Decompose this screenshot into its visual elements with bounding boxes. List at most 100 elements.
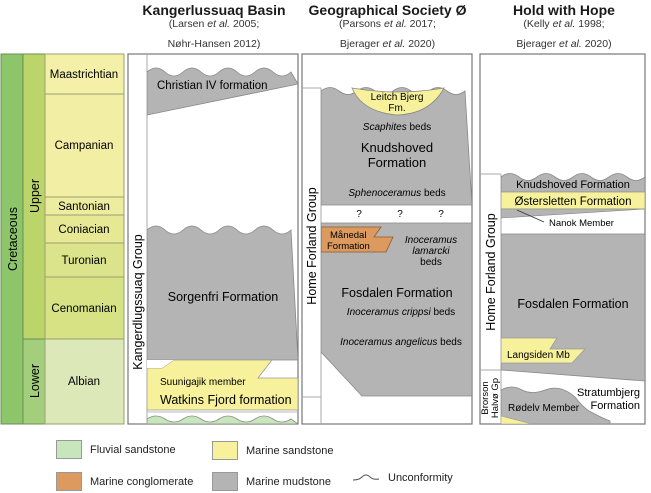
legend-item-marine-sandstone: Marine sandstone [212,441,333,460]
label-leitch-bjerg: Fm. [388,103,405,114]
legend-label: Fluvial sandstone [90,443,176,456]
unit-langsiden [501,337,586,364]
legend-label: Marine mudstone [246,475,331,488]
unit-knudshoved [501,173,645,193]
unit-rodelv [501,386,611,424]
legend-item-marine-mudstone: Marine mudstone [212,472,331,491]
unit-knudshoved [321,87,472,206]
label-suunigajik: Suunigajik member [160,377,246,388]
unconformity-icon [352,474,380,481]
group-label-home-forland: Home Forland Group [305,187,319,304]
timescale: Cretaceous Upper Lower Maastrichtian Cam… [0,53,125,425]
ref-text: Nøhr-Hansen 2012) [167,38,261,50]
group-label-brorson: Brorson [480,381,491,414]
stage-label: Maastrichtian [50,69,118,81]
unit-watkins-fjord [147,359,298,411]
legend-swatch [56,440,82,459]
label-knudshoved: Knudshoved Formation [516,179,630,191]
label-sphenoceramus-beds: Sphenoceramus beds [348,188,445,199]
ref-text: (Parsons [339,18,384,30]
stage-label: Campanian [55,140,114,152]
column-ref-geographical-society: (Parsons et al. 2017; Bjerager et al. 20… [300,14,475,54]
label-angelicus-beds: Inoceramus angelicus beds [340,337,462,348]
ref-etal: et al. [382,38,406,50]
unit-christian-iv [147,67,298,116]
column-kangerlussuaq: Kangerdlugssuaq Group Christian IV forma… [127,53,299,425]
epoch-label-lower: Lower [28,364,42,398]
period-label: Cretaceous [6,207,20,271]
unit-fosdalen [321,222,472,397]
legend-label: Marine sandstone [246,444,334,457]
label-stratumbjerg: Stratumbjerg [577,387,640,399]
legend-item-unconformity: Unconformity [352,472,453,484]
stage-campanian [44,93,125,198]
group-label-kangerdlugssuaq: Kangerdlugssuaq Group [131,234,145,370]
label-knudshoved: Knudshoved [361,140,433,155]
label-crippsi-beds: Inoceramus crippsi beds [347,307,455,318]
stage-label: Albian [68,376,100,388]
ref-text: (Kelly [523,18,553,30]
ref-text: 1998; [575,18,605,30]
ref-text: 2020) [405,38,436,50]
column-geographical-society: ? ? ? Home Forland Group Leitch Bjerg Fm… [301,53,473,425]
ref-text: 2020) [581,38,612,50]
ref-etal: et al. [552,18,576,30]
ref-text: (Larsen [168,18,208,30]
group-label-brorson: Halvø Gp [490,378,501,418]
label-lamarcki-beds: beds [420,257,442,268]
column-hold-with-hope: Home Forland Group Brorson Halvø Gp Knud… [479,53,646,425]
label-leitch-bjerg: Leitch Bjerg [371,92,424,103]
column-title-hold-with-hope: Hold with Hope [513,2,615,18]
stage-label: Cenomanian [51,303,116,315]
label-langsiden: Langsiden Mb [507,350,570,361]
stage-cenomanian [44,276,125,340]
unit-fluvial-base [147,415,298,424]
column-title-geographical-society: Geographical Society Ø [308,2,467,18]
label-knudshoved: Formation [368,155,427,170]
legend-item-fluvial-sandstone: Fluvial sandstone [56,440,176,459]
legend-swatch [212,441,238,460]
legend-swatch [212,472,238,491]
label-ostersletten: Østersletten Formation [515,196,632,208]
unit-nanok [501,208,645,219]
stratigraphic-diagram: Cretaceous Upper Lower Maastrichtian Cam… [0,53,646,425]
ref-etal: et al. [207,18,231,30]
stage-coniacian [44,214,125,244]
column-ref-hold-with-hope: (Kelly et al. 1998; Bjerager et al. 2020… [478,14,650,54]
ref-etal: et al. [383,18,407,30]
unit-leitch-bjerg [351,87,445,116]
label-lamarcki-beds: lamarcki [412,246,450,257]
stage-albian [44,338,125,425]
label-manedal: Månedal [330,230,366,241]
label-sorgenfri: Sorgenfri Formation [168,290,279,304]
legend-swatch [56,472,82,491]
ref-text: Bjerager [516,38,560,50]
unit-sorgenfri [147,225,298,361]
question-mark: ? [438,209,444,220]
ref-text: 2005; [230,18,260,30]
legend-label: Unconformity [388,472,453,484]
ref-etal: et al. [559,38,582,50]
unit-brorson-sandstone [501,415,533,424]
label-nanok: Nanok Member [549,218,614,229]
label-rodelv: Rødelv Member [508,403,580,414]
column-title-kangerlussuaq: Kangerlussuaq Basin [142,2,286,18]
label-stratumbjerg: Formation [590,400,640,412]
ref-text: Bjerager [339,38,383,50]
label-watkins-fjord: Watkins Fjord formation [160,393,292,407]
nanok-leader-line [516,209,545,223]
column-ref-kangerlussuaq: (Larsen et al. 2005; Nøhr-Hansen 2012) [128,14,300,54]
label-fosdalen: Fosdalen Formation [341,286,452,300]
label-fosdalen: Fosdalen Formation [517,297,628,311]
legend-label: Marine conglomerate [90,475,194,488]
label-scaphites-beds: Scaphites beds [363,122,431,133]
stage-turonian [44,242,125,278]
white-gap [147,360,174,368]
question-mark: ? [397,209,403,220]
stage-label: Coniacian [58,224,109,236]
label-christian-iv: Christian IV formation [157,80,268,92]
ref-text: 2017; [406,18,436,30]
epoch-label-upper: Upper [28,179,42,213]
unit-manedal [321,226,394,253]
label-lamarcki-beds: Inoceramus [405,235,457,246]
